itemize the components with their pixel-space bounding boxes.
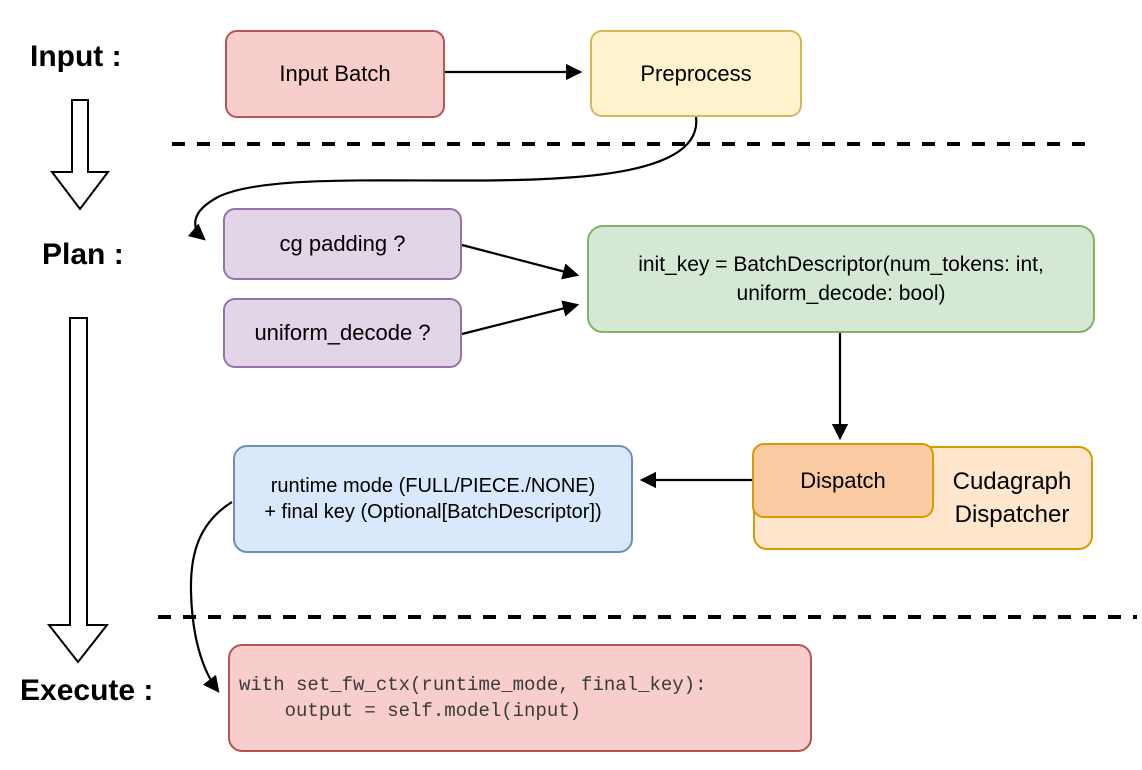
node-cudagraph-line1: Cudagraph	[952, 468, 1072, 495]
stage-label-input: Input :	[30, 40, 122, 73]
node-cg-padding: cg padding ?	[223, 208, 462, 280]
node-uniform-decode-label: uniform_decode ?	[254, 320, 431, 345]
node-preprocess: Preprocess	[590, 30, 802, 117]
edge-cgpadding-initkey	[461, 243, 580, 280]
node-runtime-mode-line1: runtime mode (FULL/PIECE./NONE)	[270, 475, 596, 497]
node-execute-code: with set_fw_ctx(runtime_mode, final_key)…	[228, 644, 812, 752]
node-init-key: init_key = BatchDescriptor(num_tokens: i…	[587, 225, 1095, 333]
node-runtime-mode-line2: + final key (Optional[BatchDescriptor])	[264, 501, 602, 523]
node-cg-padding-label: cg padding ?	[279, 231, 406, 256]
stage-arrow-input	[49, 99, 111, 211]
node-preprocess-label: Preprocess	[640, 60, 752, 86]
edge-uniformdecode-initkey	[461, 300, 580, 336]
stage-arrow-plan	[46, 317, 110, 664]
execute-code-line2: output = self.model(input)	[239, 700, 582, 722]
node-init-key-line1: init_key = BatchDescriptor(num_tokens: i…	[638, 253, 1044, 276]
stage-label-plan: Plan :	[42, 238, 124, 271]
node-input-batch-label: Input Batch	[279, 61, 391, 86]
stage-label-execute: Execute :	[20, 674, 154, 707]
node-dispatch-label: Dispatch	[800, 467, 886, 493]
node-cudagraph-line2: Dispatcher	[954, 501, 1070, 528]
cudagraph-dispatcher-text: Cudagraph Dispatcher	[937, 448, 1087, 548]
node-init-key-line2: uniform_decode: bool)	[736, 282, 946, 305]
edge-runtimemode-executecode	[189, 501, 233, 693]
node-runtime-mode: runtime mode (FULL/PIECE./NONE) + final …	[233, 445, 633, 553]
execute-code-line1: with set_fw_ctx(runtime_mode, final_key)…	[239, 674, 707, 696]
node-uniform-decode: uniform_decode ?	[223, 298, 462, 368]
node-input-batch: Input Batch	[225, 30, 445, 118]
node-dispatch: Dispatch	[752, 443, 934, 518]
